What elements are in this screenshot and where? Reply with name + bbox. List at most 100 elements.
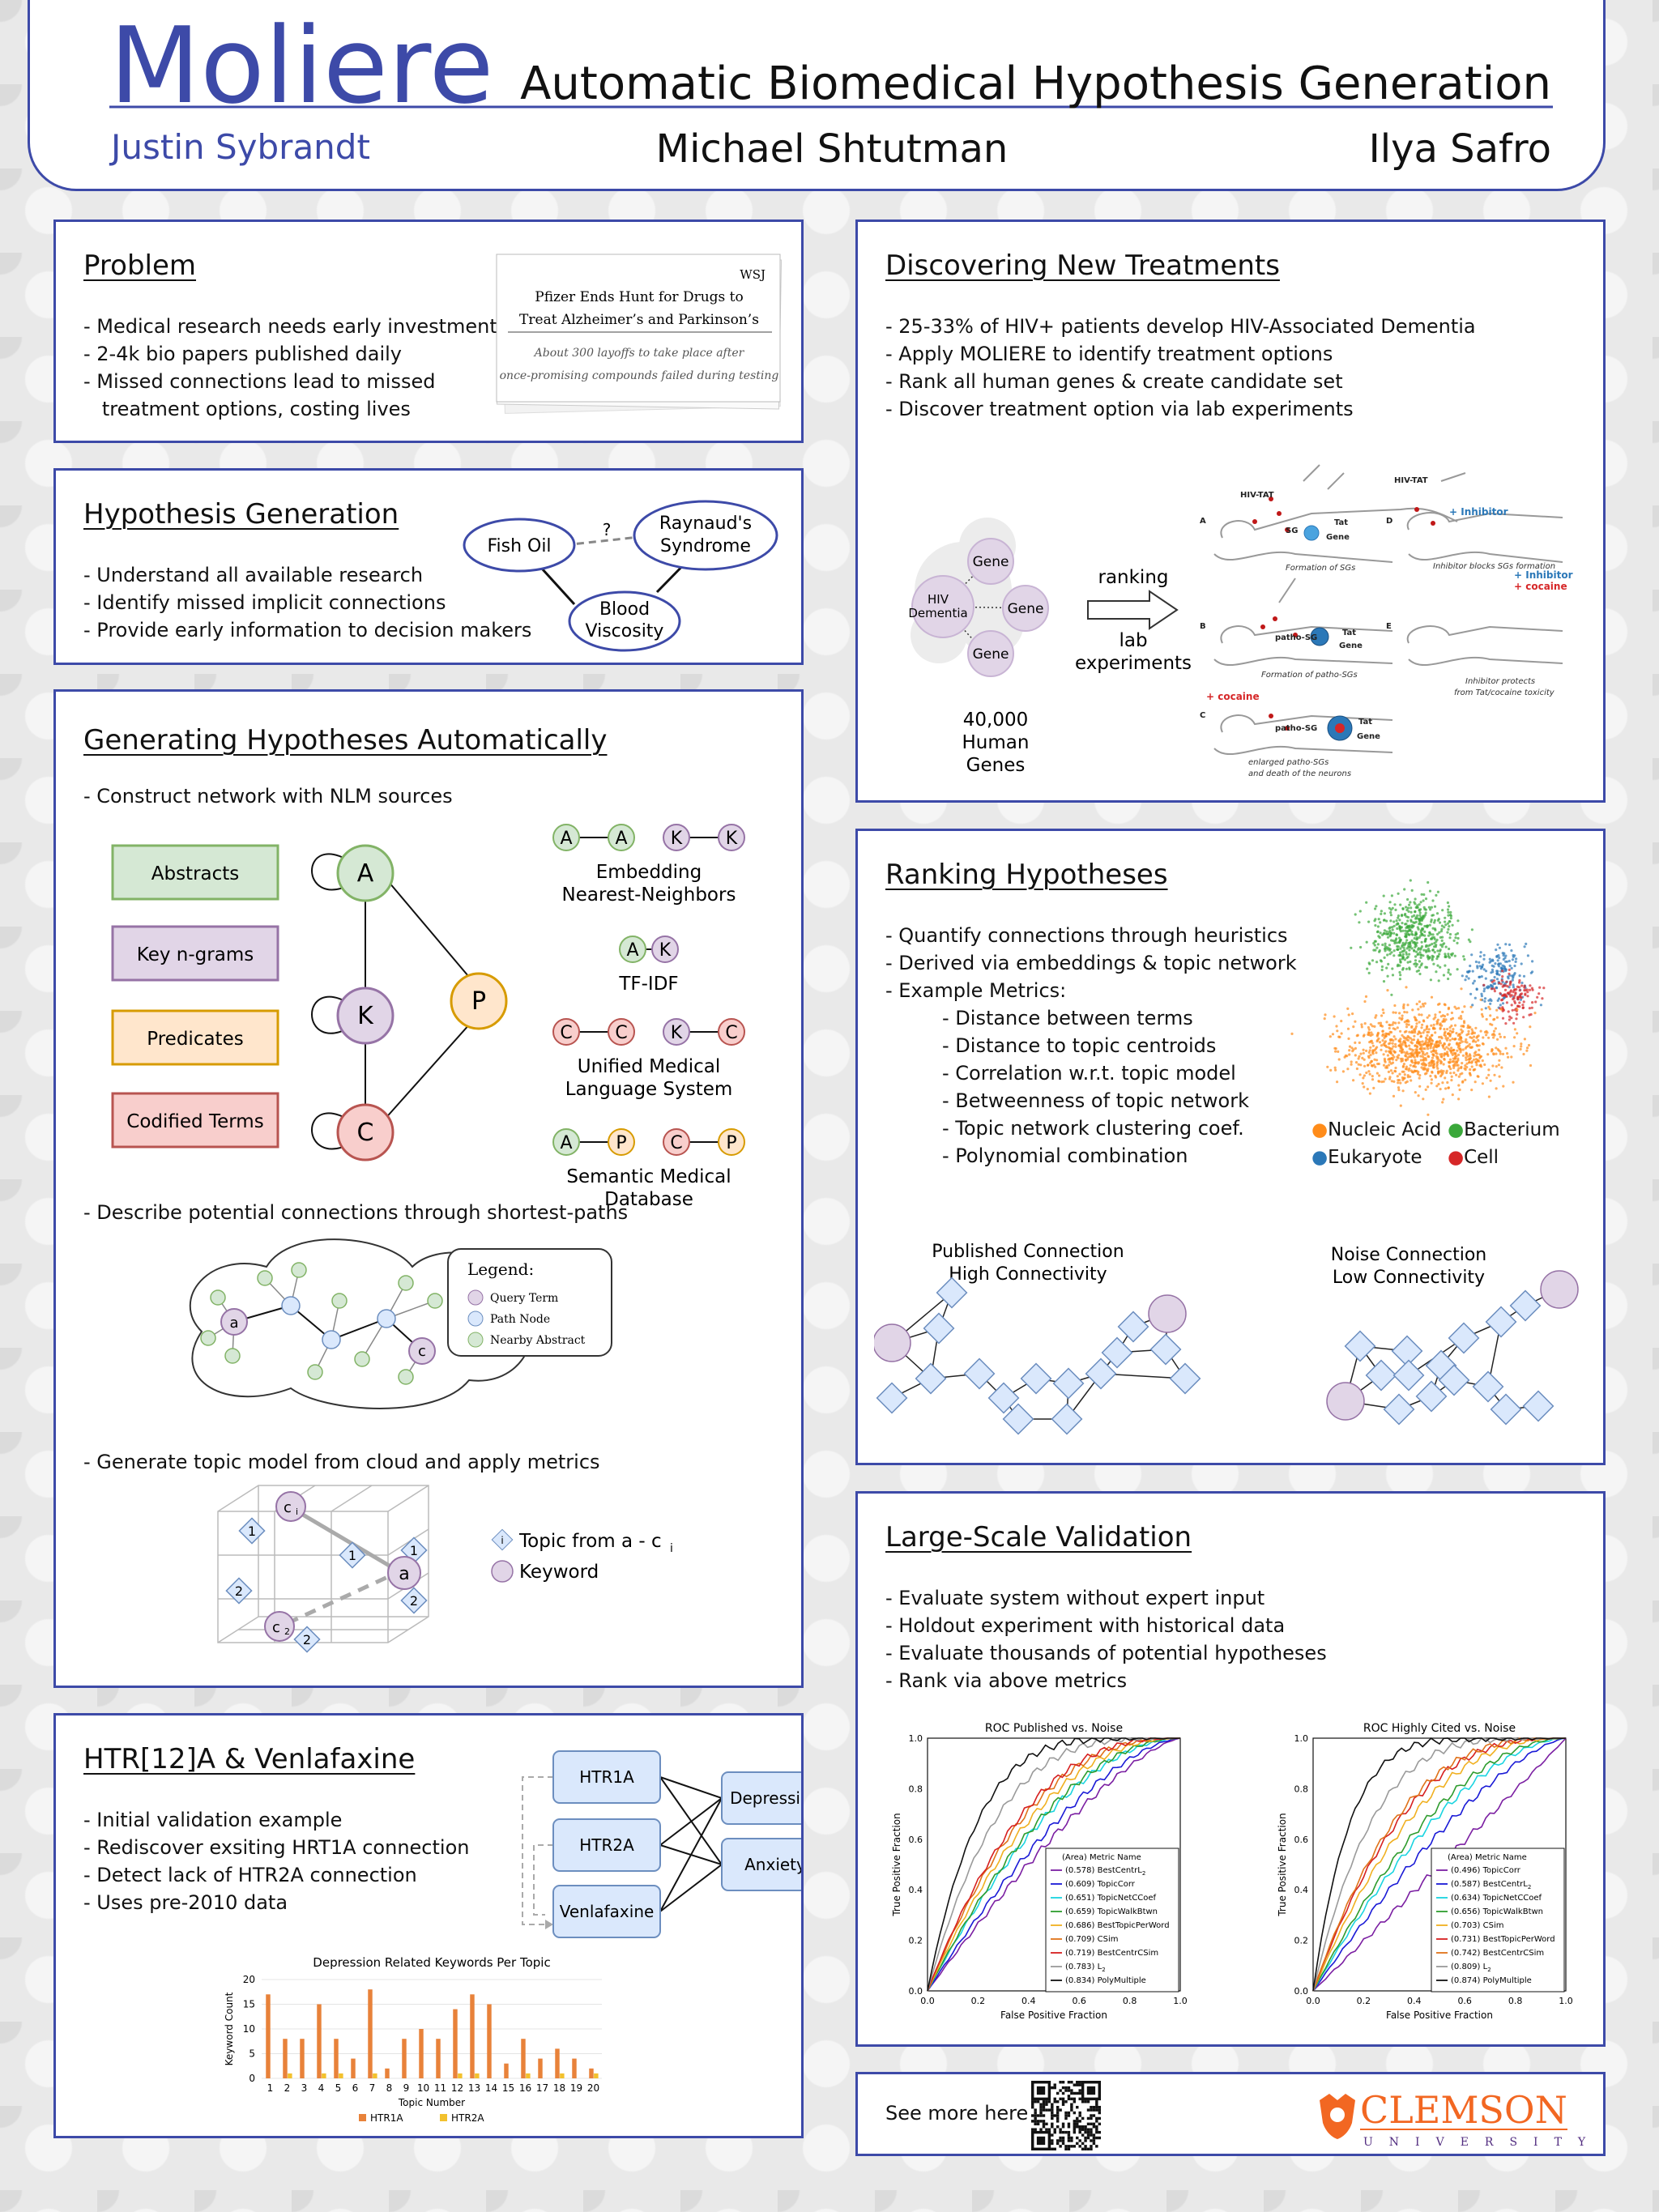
scatter-point [1390, 1038, 1393, 1042]
scatter-point [1374, 924, 1377, 927]
qr-module [1051, 2108, 1054, 2112]
scatter-point [1528, 1007, 1531, 1010]
bar-htr1a [521, 2039, 526, 2078]
scatter-point [1374, 907, 1377, 910]
scatter-point [1363, 1064, 1367, 1068]
qr-module [1084, 2139, 1087, 2142]
scatter-point [1481, 1082, 1484, 1085]
scatter-point [1476, 1044, 1479, 1047]
neuron-figure: HIV-TAT HIV-TAT Tat SG Gene Tat patho-SG… [1200, 464, 1573, 778]
scatter-point [1423, 1002, 1427, 1005]
network-topic-node [1117, 1311, 1149, 1343]
roc-y-tick: 0.4 [1294, 1885, 1309, 1895]
edge-type-node [718, 1018, 745, 1046]
scatter-point [1380, 1080, 1384, 1084]
scatter-point [1380, 1048, 1383, 1051]
qr-module [1061, 2081, 1065, 2084]
scatter-point [1398, 1072, 1401, 1076]
keyword-legend-label: Keyword [519, 1562, 599, 1583]
scatter-point [1433, 1027, 1436, 1030]
scatter-point [1529, 984, 1532, 987]
scatter-point [1424, 1088, 1427, 1091]
scatter-point [1397, 916, 1400, 919]
scatter-point [1371, 1078, 1375, 1081]
scatter-point [1420, 1050, 1423, 1053]
scatter-point [1424, 908, 1427, 911]
scatter-point [1414, 916, 1418, 919]
scatter-point [1377, 1037, 1380, 1040]
bar-htr2a [526, 2073, 531, 2078]
scatter-point [1512, 986, 1515, 989]
genauto-title: Generating Hypotheses Automatically [83, 724, 608, 757]
keyword-label: c [284, 1499, 292, 1516]
gene-node [967, 630, 1014, 677]
qr-code[interactable] [1031, 2081, 1101, 2150]
qr-module [1059, 2128, 1062, 2131]
qr-module [1053, 2083, 1056, 2086]
scatter-point [1401, 1043, 1404, 1046]
arrow-label: experiments [1075, 653, 1192, 674]
scatter-point [1414, 1044, 1417, 1047]
scatter-point [1354, 1061, 1358, 1064]
scatter-point [1405, 906, 1408, 909]
scatter-point [1380, 1025, 1384, 1028]
scatter-point [1464, 978, 1467, 982]
network-topic-node [1085, 1357, 1117, 1390]
cloud-legend-box [447, 1248, 612, 1357]
topic-diamond-label: 1 [248, 1524, 256, 1539]
scatter-point [1489, 1014, 1492, 1017]
scatter-point [1446, 1012, 1449, 1016]
scatter-point [1454, 1038, 1457, 1041]
blood-viscosity-node [568, 590, 681, 652]
roc-curve [1312, 1737, 1567, 1992]
scatter-point [1392, 1055, 1396, 1059]
scatter-point [1428, 956, 1431, 959]
bar-htr1a [436, 2039, 441, 2078]
scatter-point [1350, 946, 1353, 949]
scatter-point [1427, 1055, 1430, 1058]
scatter-point [1456, 968, 1459, 971]
qr-module [1086, 2133, 1090, 2137]
qr-module [1073, 2125, 1077, 2129]
edge-type-node-label: A [615, 829, 627, 849]
bullet: - Quantify connections through heuristic… [885, 924, 1288, 947]
scatter-point [1365, 940, 1368, 944]
scatter-point [1386, 932, 1389, 936]
scatter-point [1439, 936, 1442, 939]
scatter-point [1427, 880, 1430, 884]
scatter-point [1440, 945, 1444, 948]
scatter-point [1409, 1063, 1412, 1067]
scatter-point [1522, 1016, 1525, 1019]
scatter-point [1399, 1104, 1402, 1107]
scatter-point [1408, 1067, 1411, 1070]
network-topic-node [963, 1357, 996, 1390]
scatter-point [1442, 1017, 1445, 1021]
author-2: Michael Shtutman [656, 126, 1009, 172]
bar-htr2a [373, 2073, 377, 2078]
scatter-point [1381, 1029, 1384, 1033]
qr-module [1076, 2081, 1079, 2084]
scatter-point [1421, 1043, 1424, 1046]
qr-module [1056, 2091, 1060, 2095]
network-topic-node [987, 1382, 1020, 1414]
qr-module [1061, 2091, 1065, 2095]
qr-module [1067, 2125, 1071, 2129]
scatter-point [1472, 1038, 1475, 1042]
edge-type-node-label: C [725, 1023, 737, 1043]
qr-module [1070, 2097, 1073, 2101]
scatter-point [1430, 1078, 1433, 1081]
bar-x-tick: 8 [386, 2082, 393, 2094]
network-keyword-node [1148, 1294, 1187, 1333]
topic-diamond [225, 1577, 253, 1605]
scatter-point [1457, 1038, 1461, 1041]
scatter-point [1483, 997, 1487, 1000]
scatter-point [1365, 1049, 1368, 1052]
scatter-point [1410, 1025, 1414, 1028]
moliere-logo: Moliere [109, 4, 494, 127]
scatter-point [1437, 979, 1440, 982]
scatter-point [1396, 1075, 1399, 1078]
scatter-point [1426, 1051, 1429, 1055]
roc-x-tick: 0.8 [1123, 1996, 1137, 2006]
scatter-point [1473, 996, 1477, 999]
box-anxiety [721, 1838, 801, 1891]
